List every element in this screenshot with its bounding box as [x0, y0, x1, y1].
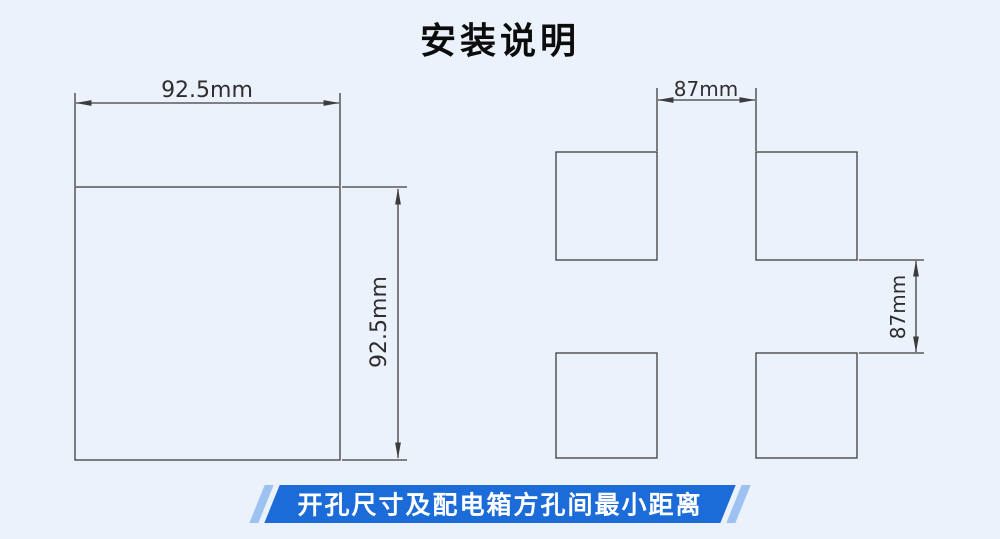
hole-square-bottom-right	[755, 352, 858, 459]
hole-square-bottom-left	[555, 352, 658, 459]
hole-gap-horizontal-label: 87mm	[673, 77, 739, 101]
page-title: 安装说明	[419, 21, 580, 62]
caption-banner: 开孔尺寸及配电箱方孔间最小距离	[249, 485, 751, 523]
cutout-height-label: 92.5mm	[367, 276, 392, 368]
hole-gap-vertical-label: 87mm	[886, 274, 910, 340]
hole-square-top-right	[755, 151, 858, 261]
square-holes-figure	[555, 88, 924, 459]
panel-cutout-square	[74, 186, 341, 461]
hole-square-top-left	[555, 151, 658, 261]
caption-text: 开孔尺寸及配电箱方孔间最小距离	[297, 490, 703, 520]
panel-cutout-figure	[74, 93, 407, 461]
cutout-width-label: 92.5mm	[161, 78, 253, 103]
